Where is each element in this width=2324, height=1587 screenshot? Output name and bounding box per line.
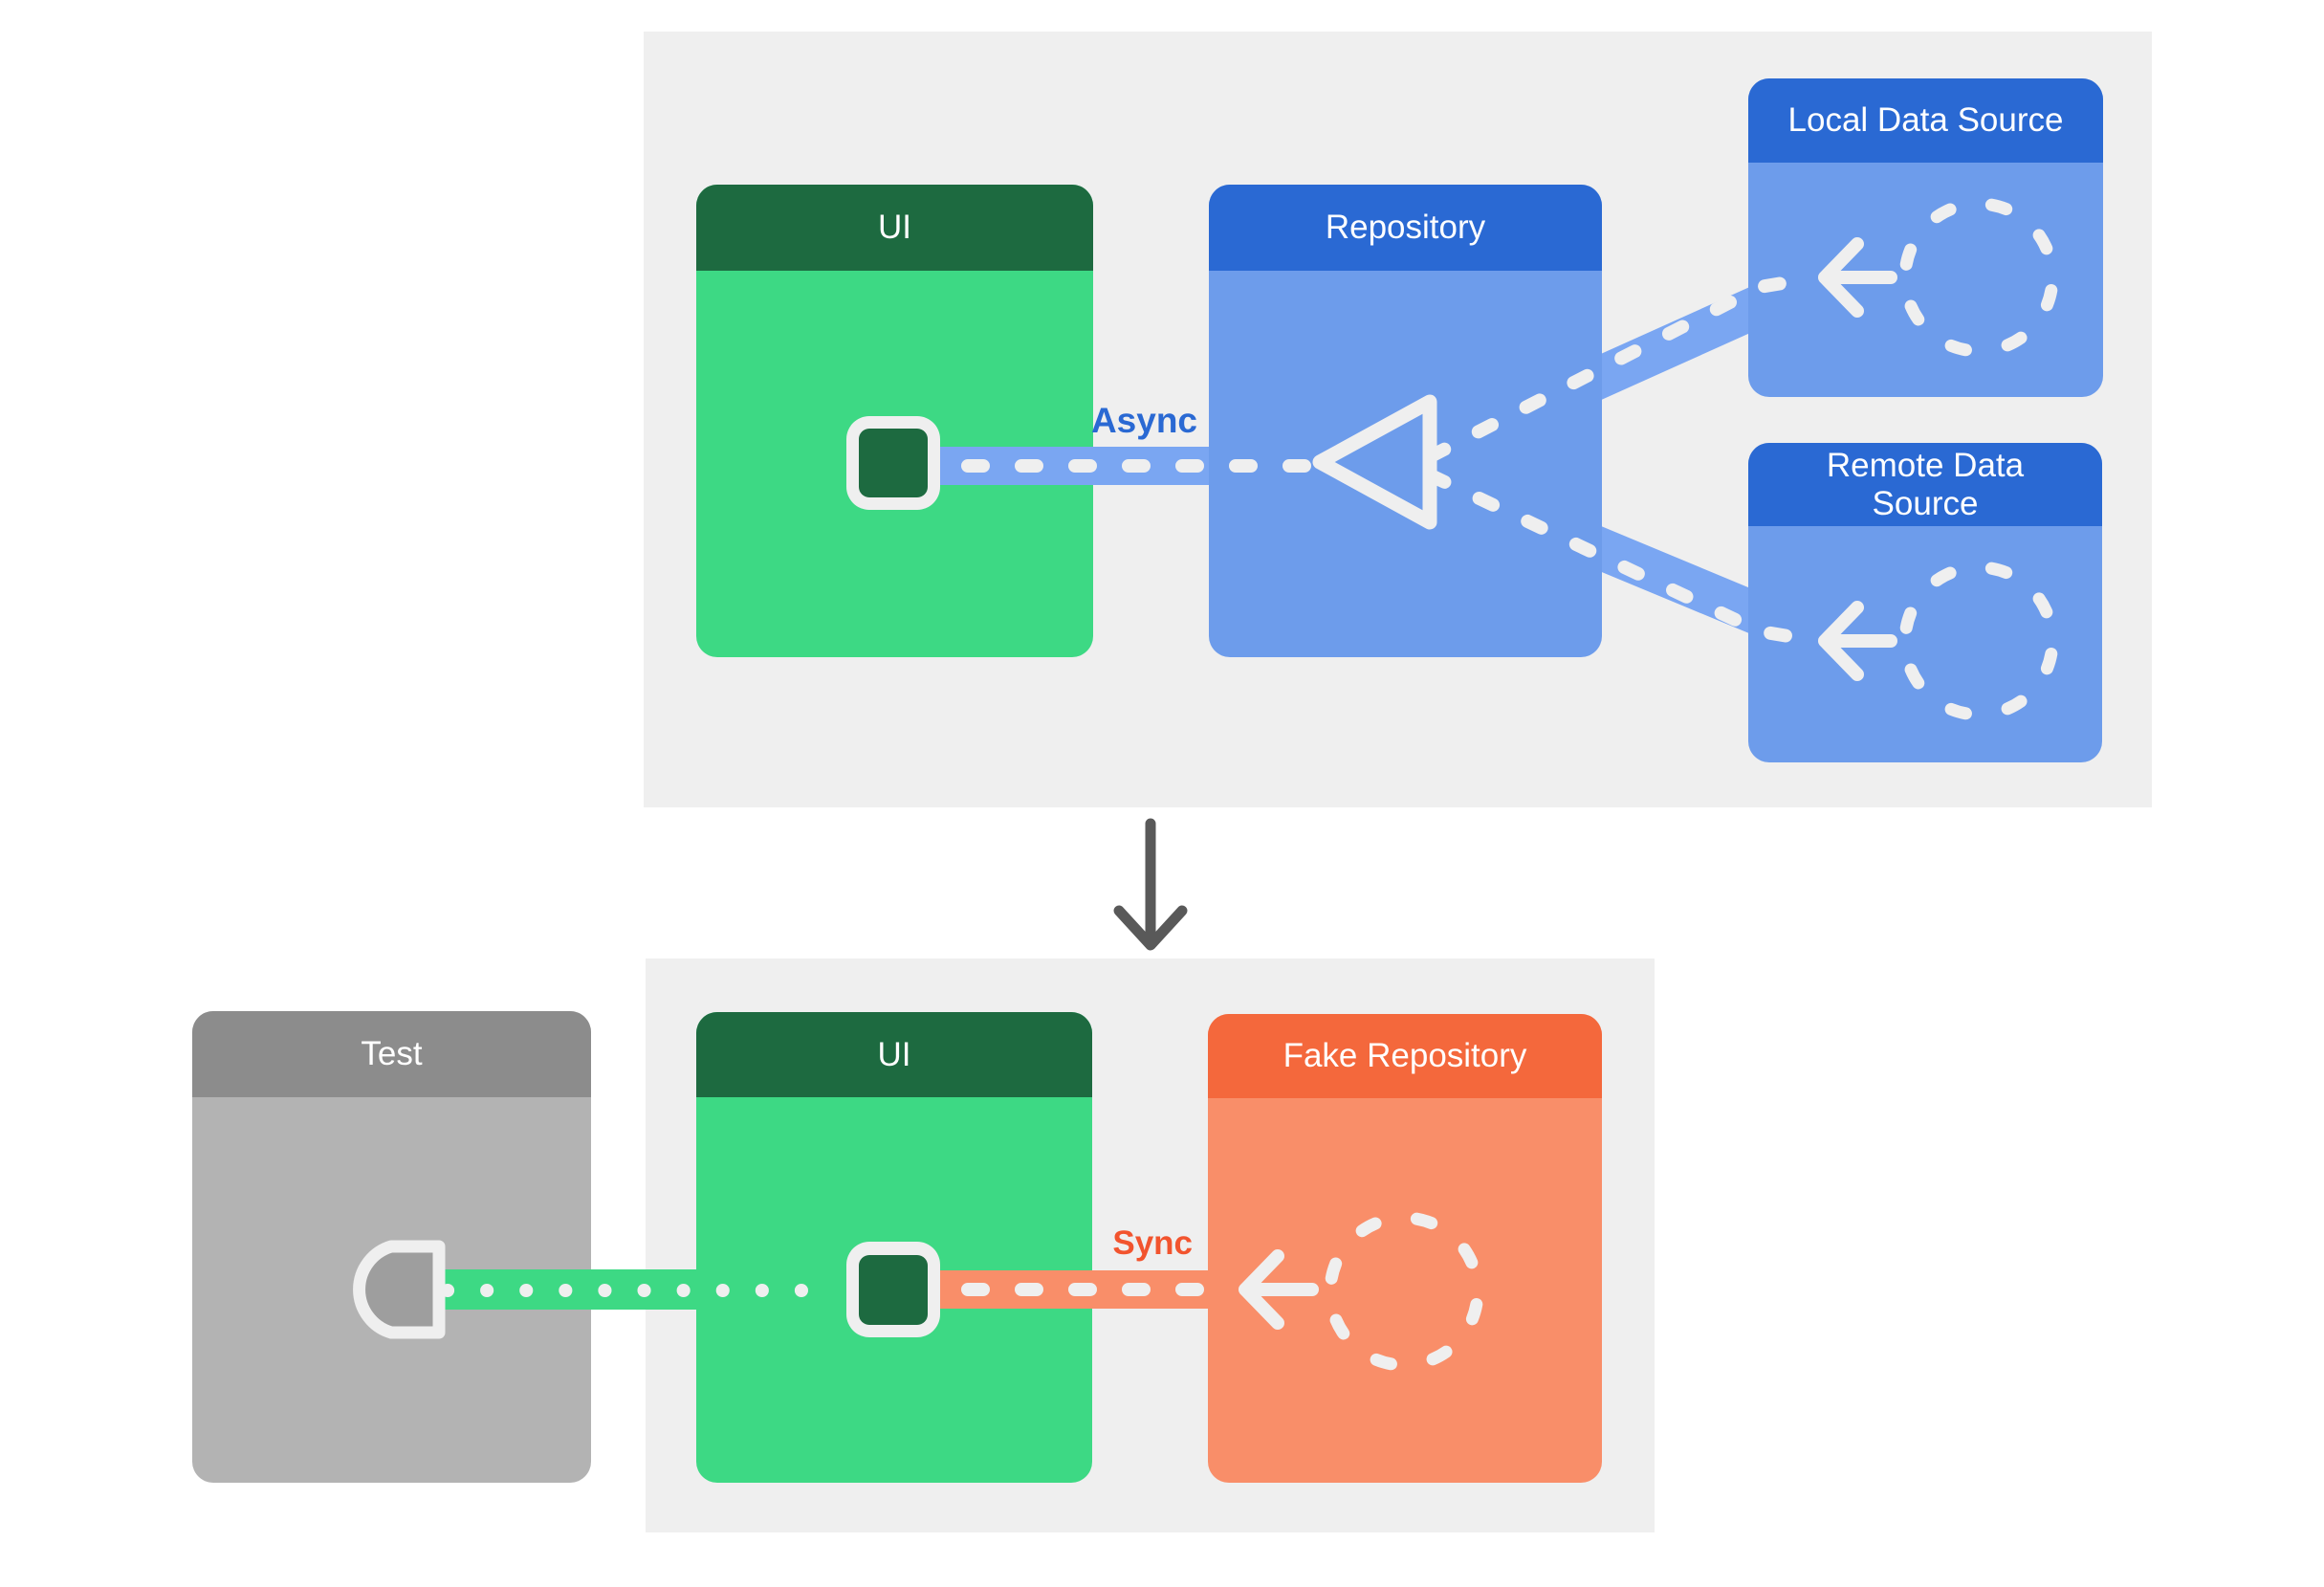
test-card-header: Test bbox=[192, 1011, 591, 1097]
ui-card-top-header: UI bbox=[696, 185, 1093, 271]
sync-label: Sync bbox=[1112, 1224, 1193, 1262]
local-data-source-header: Local Data Source bbox=[1748, 78, 2103, 163]
repository-card: Repository bbox=[1209, 185, 1602, 657]
test-card: Test bbox=[192, 1011, 591, 1483]
async-label: Async bbox=[1090, 401, 1197, 440]
repository-card-header: Repository bbox=[1209, 185, 1602, 271]
remote-data-source-card: Remote Data Source bbox=[1748, 443, 2102, 762]
fake-repository-card: Fake Repository bbox=[1208, 1014, 1602, 1483]
remote-data-source-header: Remote Data Source bbox=[1748, 443, 2102, 526]
ui-card-bottom-header: UI bbox=[696, 1012, 1092, 1097]
down-arrow-icon bbox=[1113, 818, 1188, 951]
fake-repository-header: Fake Repository bbox=[1208, 1014, 1602, 1098]
local-data-source-card: Local Data Source bbox=[1748, 78, 2103, 397]
ui-card-bottom: UI bbox=[696, 1012, 1092, 1483]
ui-card-top: UI bbox=[696, 185, 1093, 657]
